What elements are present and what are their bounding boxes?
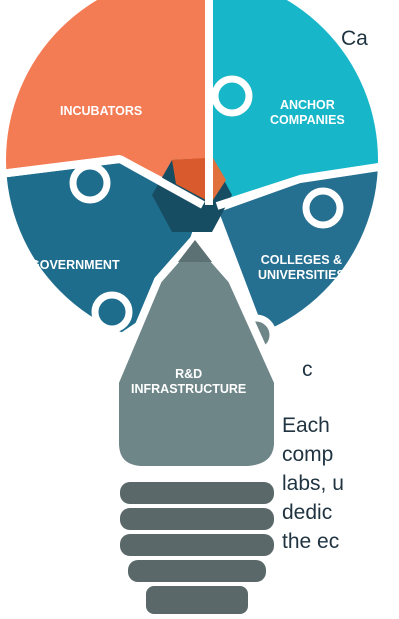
knob-incubators — [69, 162, 111, 204]
knob-colleges — [302, 187, 344, 229]
bulb-base — [120, 482, 274, 614]
label-government: GOVERNMENT — [30, 258, 120, 272]
label-colleges-universities: COLLEGES & UNIVERSITIES — [258, 253, 345, 282]
paragraph-fragment: Each comp labs, u dedic the ec — [282, 414, 344, 553]
label-rnd-infrastructure: R&D INFRASTRUCTURE — [131, 367, 247, 396]
knob-government — [91, 291, 133, 333]
label-anchor-companies: ANCHOR COMPANIES — [270, 98, 345, 127]
label-incubators: INCUBATORS — [60, 104, 143, 118]
text-side-fragment: c — [302, 358, 313, 381]
knob-anchor — [211, 75, 253, 117]
text-top-fragment: Ca — [341, 27, 368, 50]
incubators-piece — [6, 0, 206, 200]
rnd-infrastructure-piece — [111, 234, 282, 474]
